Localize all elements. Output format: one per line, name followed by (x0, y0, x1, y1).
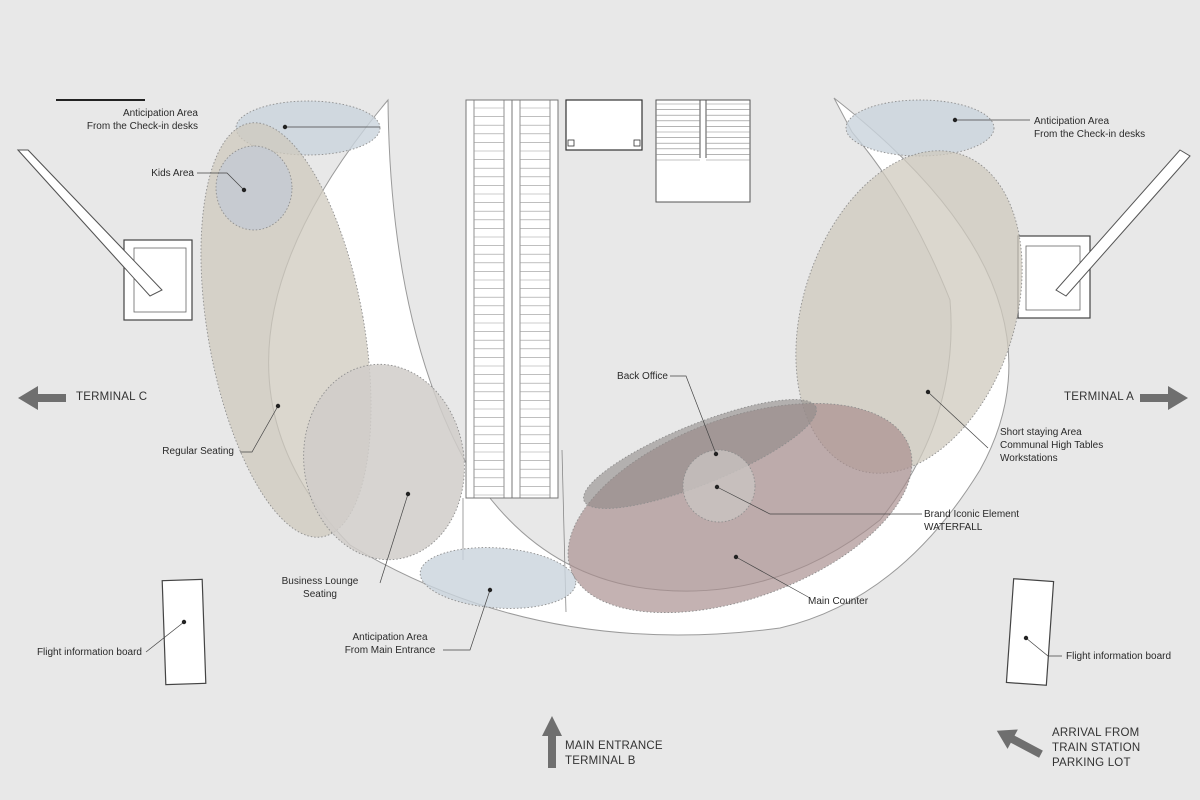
label-line: MAIN ENTRANCE (565, 740, 663, 752)
zone-kids-area (215, 145, 293, 231)
label-line: Kids Area (151, 168, 194, 179)
direction-main-entrance: MAIN ENTRANCE TERMINAL B (565, 739, 675, 769)
label-main-counter: Main Counter (808, 595, 898, 608)
flight-board-right (1005, 578, 1055, 686)
arrow-diagonal-icon (996, 729, 1043, 758)
label-back-office: Back Office (580, 370, 668, 383)
label-line: Back Office (617, 371, 668, 382)
label-line: Anticipation Area (122, 108, 198, 119)
zone-short-staying (795, 150, 1023, 474)
label-line: Brand Iconic Element (924, 509, 1020, 520)
label-brand-iconic: Brand Iconic Element WATERFALL (924, 508, 1064, 534)
zone-waterfall (682, 449, 756, 523)
elevator (565, 99, 643, 151)
label-line: Communal High Tables (1000, 440, 1104, 451)
label-line: Seating (303, 589, 337, 600)
label-anticipation-left: Anticipation Area From the Check-in desk… (44, 107, 198, 133)
label-business-lounge: Business Lounge Seating (270, 575, 370, 601)
label-regular-seating: Regular Seating (120, 445, 234, 458)
label-line: TRAIN STATION (1052, 742, 1141, 754)
wall-right (1055, 149, 1191, 297)
flight-board-left (161, 578, 207, 686)
label-line: TERMINAL C (76, 391, 148, 403)
leader-lines (145, 119, 1062, 657)
label-flight-board-left: Flight information board (10, 646, 142, 659)
leader-dots (181, 117, 1029, 641)
label-line: TERMINAL A (1064, 391, 1134, 403)
zone-anticipation-main (419, 547, 577, 609)
escalators (465, 99, 559, 499)
label-line: Workstations (1000, 453, 1058, 464)
direction-terminal-c: TERMINAL C (76, 390, 166, 405)
label-anticipation-main: Anticipation Area From Main Entrance (340, 631, 440, 657)
zone-business-lounge (303, 363, 465, 561)
label-line: Anticipation Area (1034, 116, 1110, 127)
stair (655, 99, 751, 203)
label-anticipation-right: Anticipation Area From the Check-in desk… (1034, 115, 1174, 141)
label-line: From Main Entrance (344, 645, 436, 656)
label-line: Short staying Area (1000, 427, 1082, 438)
label-line: Regular Seating (162, 446, 234, 457)
direction-terminal-a: TERMINAL A (1040, 390, 1134, 405)
label-line: Flight information board (36, 647, 142, 658)
arrow-right-icon (1140, 386, 1188, 410)
label-line: TERMINAL B (565, 755, 636, 767)
label-line: PARKING LOT (1052, 757, 1131, 769)
label-line: Business Lounge (281, 576, 359, 587)
label-line: From the Check-in desks (1034, 129, 1146, 140)
arrow-left-icon (18, 386, 66, 410)
label-line: From the Check-in desks (86, 121, 198, 132)
label-line: Anticipation Area (352, 632, 428, 643)
label-short-staying: Short staying Area Communal High Tables … (1000, 426, 1140, 465)
label-line: ARRIVAL FROM (1052, 727, 1140, 739)
label-line: WATERFALL (924, 522, 983, 533)
label-flight-board-right: Flight information board (1066, 650, 1196, 663)
label-line: Flight information board (1066, 651, 1172, 662)
arrow-up-icon (542, 716, 562, 768)
zone-anticipation-right (845, 99, 995, 157)
label-line: Main Counter (808, 596, 869, 607)
direction-arrival: ARRIVAL FROM TRAIN STATION PARKING LOT (1052, 726, 1162, 771)
label-kids-area: Kids Area (110, 167, 194, 180)
